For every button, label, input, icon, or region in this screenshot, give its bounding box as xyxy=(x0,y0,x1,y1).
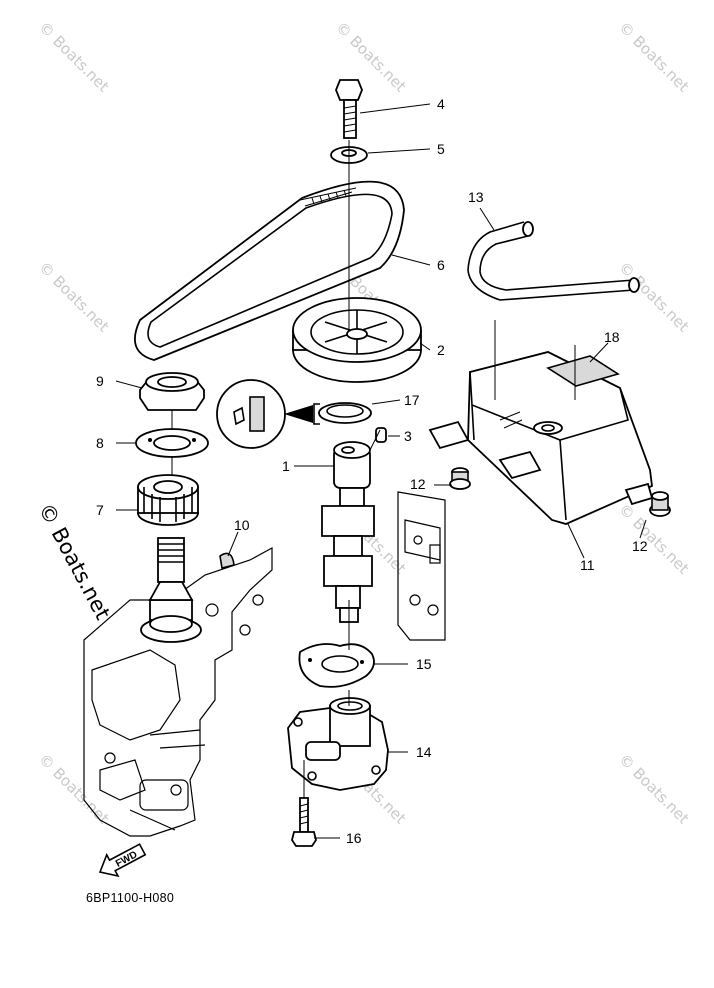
watermark: © Boats.net xyxy=(35,18,113,96)
grommet-right[interactable] xyxy=(649,491,671,517)
callout-labels: 4 5 6 2 17 3 1 9 8 7 10 12 12 13 18 11 1… xyxy=(96,96,648,846)
oil-seal[interactable] xyxy=(318,402,372,424)
callout-13: 13 xyxy=(468,189,484,205)
oil-pump-gasket[interactable] xyxy=(298,643,375,688)
oil-pump-bolt[interactable] xyxy=(291,797,317,847)
seal-detail-inset xyxy=(216,379,320,449)
fwd-arrow-icon: FWD xyxy=(98,843,147,878)
dowel-pin[interactable] xyxy=(375,427,387,443)
callout-12-right: 12 xyxy=(632,538,648,554)
callout-4: 4 xyxy=(437,96,445,112)
caution-label[interactable] xyxy=(546,355,620,387)
diagram-code: 6BP1100-H080 xyxy=(86,891,174,905)
callout-12-left: 12 xyxy=(410,476,426,492)
driven-pulley[interactable] xyxy=(292,297,422,383)
oil-pump[interactable] xyxy=(287,697,389,791)
watermark: © Boats.net xyxy=(35,750,113,828)
callout-16: 16 xyxy=(346,830,362,846)
assembly-lines xyxy=(171,140,576,798)
pulley-nut[interactable] xyxy=(139,372,205,411)
callout-9: 9 xyxy=(96,373,104,389)
callout-6: 6 xyxy=(437,257,445,273)
fwd-label: FWD xyxy=(114,849,139,869)
watermark: © Boats.net xyxy=(35,258,113,336)
callout-11: 11 xyxy=(580,557,595,573)
watermark: © Boats.net xyxy=(615,18,693,96)
watermark: © Boats.net xyxy=(615,750,693,828)
woodruff-key[interactable] xyxy=(219,552,235,569)
callout-5: 5 xyxy=(437,141,445,157)
callout-3: 3 xyxy=(404,428,412,444)
driven-pulley-bolt[interactable] xyxy=(335,79,363,139)
timing-belt[interactable] xyxy=(134,180,405,361)
grommet-left[interactable] xyxy=(449,467,471,490)
callout-10: 10 xyxy=(234,517,250,533)
pulley-plate[interactable] xyxy=(135,428,209,458)
camshaft[interactable] xyxy=(321,441,375,623)
callout-8: 8 xyxy=(96,435,104,451)
callout-1: 1 xyxy=(282,458,290,474)
callout-7: 7 xyxy=(96,502,104,518)
drive-pulley[interactable] xyxy=(137,474,199,526)
crankshaft[interactable] xyxy=(140,537,202,643)
callout-2: 2 xyxy=(437,342,445,358)
callout-14: 14 xyxy=(416,744,432,760)
leader-lines xyxy=(115,103,647,839)
callout-18: 18 xyxy=(604,329,620,345)
breather-hose[interactable] xyxy=(467,221,640,301)
timing-belt-cover[interactable] xyxy=(428,351,654,525)
watermark: © Boats.net xyxy=(615,258,693,336)
callout-15: 15 xyxy=(416,656,432,672)
engine-block-right xyxy=(397,491,446,641)
callout-17: 17 xyxy=(404,392,420,408)
engine-block-left xyxy=(83,546,273,837)
